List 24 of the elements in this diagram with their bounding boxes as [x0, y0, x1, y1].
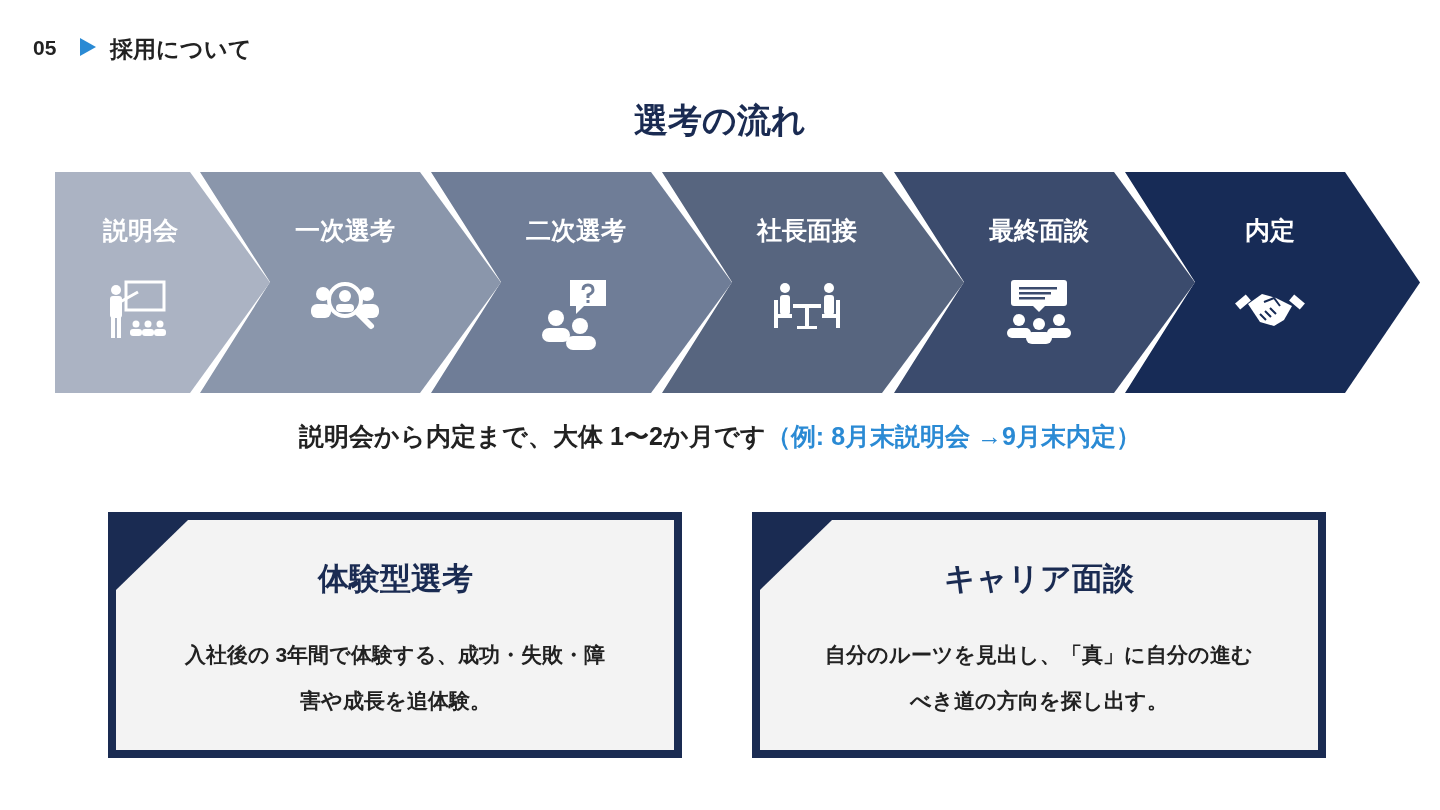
chevron-arrow	[190, 172, 270, 393]
card-heading: 体験型選考	[316, 560, 474, 598]
card-text: 自分のルーツを見出し、「真」に自分の進むべき道の方向を探し出す。	[824, 642, 1254, 714]
section-number: 05	[33, 36, 57, 60]
step-label: 二次選考	[526, 215, 626, 246]
info-card	[108, 512, 682, 758]
process-step	[55, 172, 190, 393]
chevron-arrow	[1114, 172, 1195, 393]
note-example: （例: 8月末説明会 →9月末内定）	[765, 422, 1141, 450]
note-text: 説明会から内定まで、大体 1〜2か月です	[299, 422, 766, 450]
card-heading: キャリア面談	[943, 560, 1135, 598]
chevron-arrow	[882, 172, 964, 393]
chevron-arrow	[651, 172, 732, 393]
info-card	[752, 512, 1326, 758]
chevron-arrow	[1345, 172, 1420, 393]
step-label: 一次選考	[295, 215, 395, 246]
step-label: 内定	[1245, 215, 1295, 246]
step-label: 最終面談	[989, 215, 1089, 246]
diagram-title: 選考の流れ	[633, 100, 807, 141]
section-heading: 採用について	[110, 35, 252, 64]
step-label: 社長面接	[757, 215, 857, 246]
step-label: 説明会	[102, 215, 178, 246]
chevron-arrow	[420, 172, 501, 393]
card-text: 入社後の 3年間で体験する、成功・失敗・障害や成長を追体験。	[183, 642, 607, 714]
